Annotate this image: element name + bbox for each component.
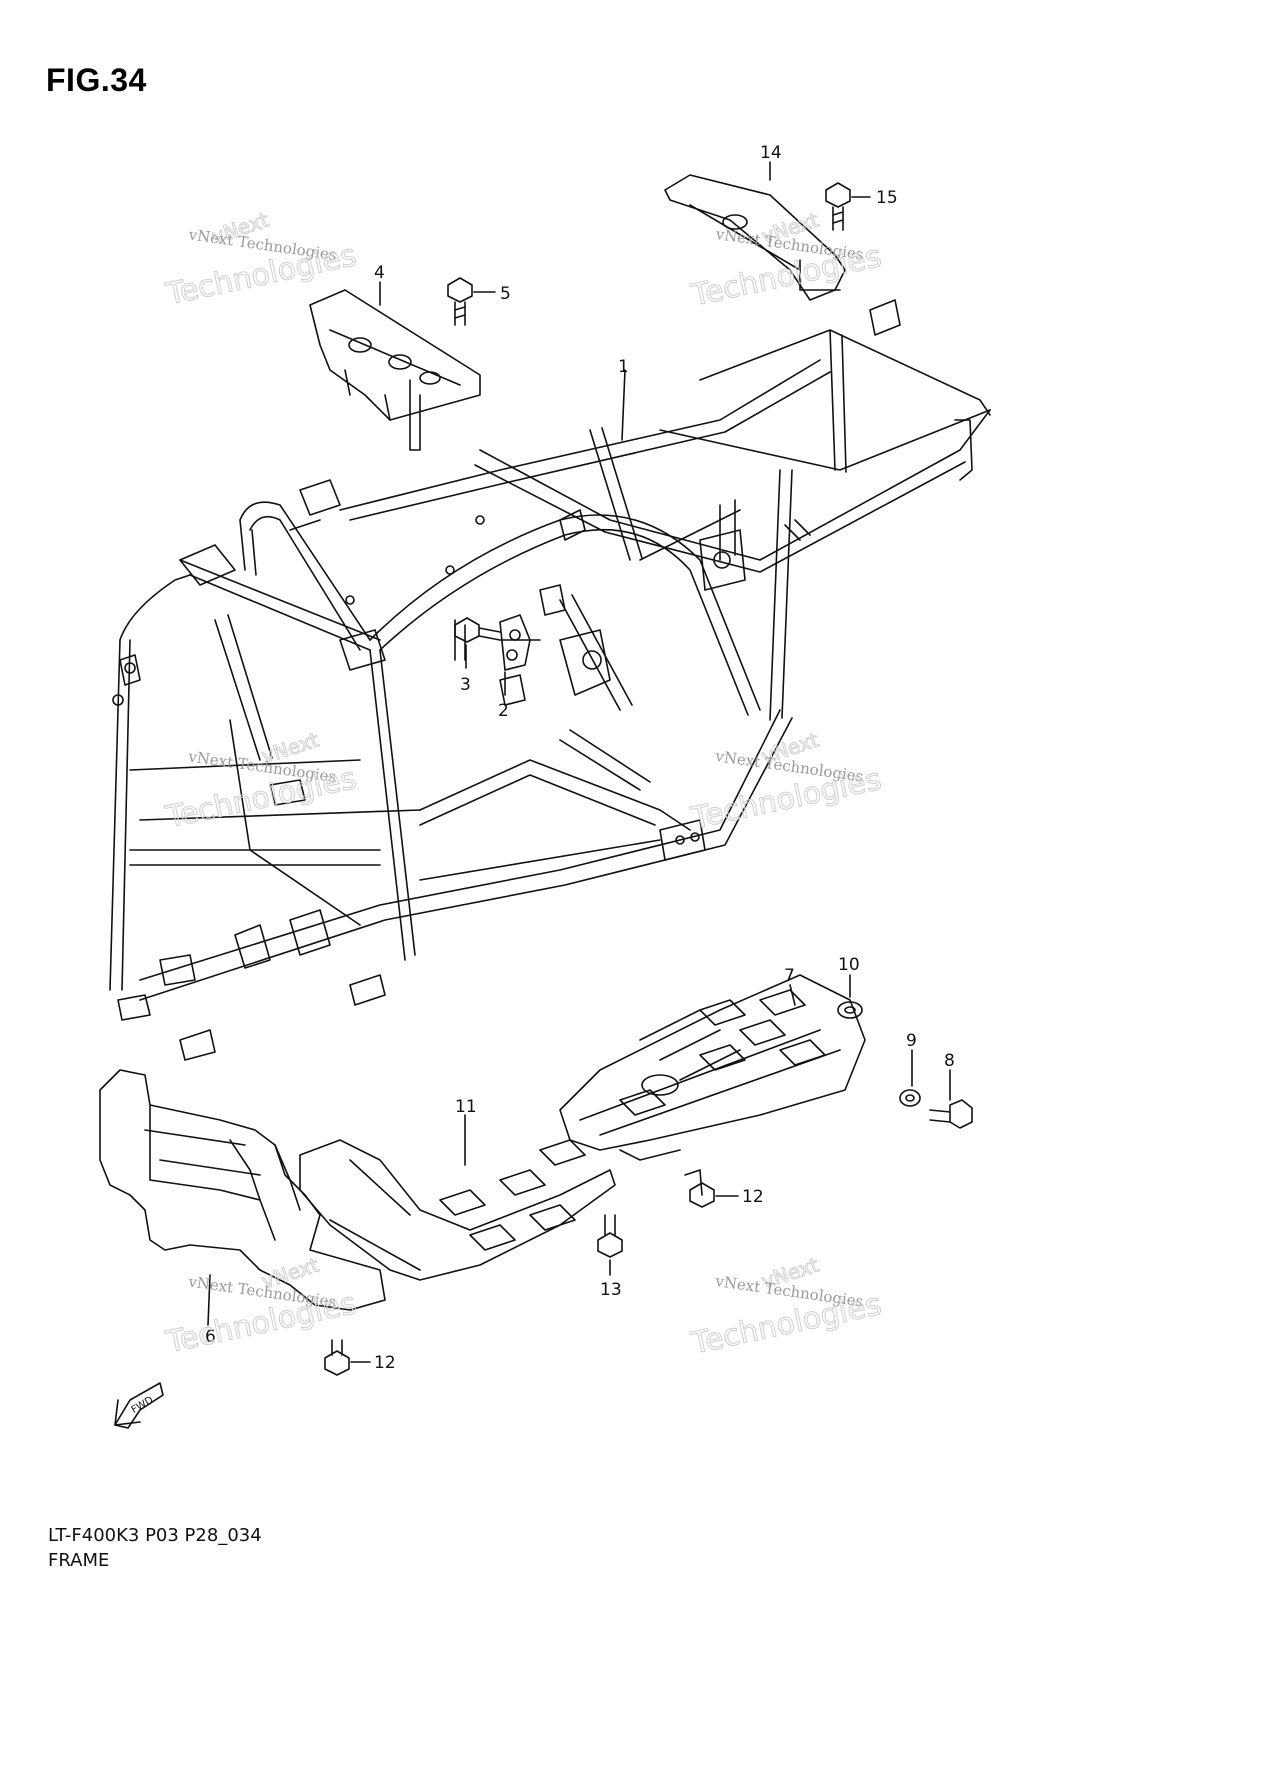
part-6-front-guard <box>99 1069 386 1311</box>
callout-7: 7 <box>784 966 795 986</box>
bolt-12-rear <box>684 1169 739 1208</box>
callout-14: 14 <box>760 143 782 163</box>
figure-name: FRAME <box>48 1550 110 1571</box>
leader-lines <box>207 161 796 1326</box>
callout-6: 6 <box>205 1327 216 1347</box>
part-11-skid-plate <box>299 1139 616 1281</box>
nut-10 <box>837 974 863 1019</box>
fwd-arrow-icon <box>114 1382 164 1429</box>
callout-8: 8 <box>944 1051 955 1071</box>
main-frame <box>109 299 991 1061</box>
callout-15: 15 <box>876 188 898 208</box>
watermark-bottom-left: vNext vNext Technologies Technologies <box>162 1252 360 1361</box>
callout-10: 10 <box>838 955 860 975</box>
callout-4: 4 <box>374 263 385 283</box>
callout-5: 5 <box>500 284 511 304</box>
watermark-mid-left: vNext vNext Technologies Technologies <box>162 727 360 836</box>
figure-code: LT-F400K3 P03 P28_034 <box>48 1525 262 1546</box>
callout-9: 9 <box>906 1031 917 1051</box>
bolt-3 <box>454 617 501 669</box>
callout-12-front: 12 <box>374 1353 396 1373</box>
watermark-top-right: vNext vNext Technologies Technologies <box>687 207 885 314</box>
part-4-plate <box>309 289 481 421</box>
callout-labels: 1 2 3 4 5 6 7 8 9 10 11 12 12 13 14 15 <box>205 143 955 1373</box>
callout-13: 13 <box>600 1280 622 1300</box>
callout-1: 1 <box>618 357 629 377</box>
callout-12-rear: 12 <box>742 1187 764 1207</box>
bolt-12-front <box>324 1339 371 1376</box>
callout-11: 11 <box>455 1097 477 1117</box>
figure-title: FIG.34 <box>46 62 147 98</box>
washer-9 <box>899 1049 921 1107</box>
callout-3: 3 <box>460 675 471 695</box>
watermark-bottom-right: vNext vNext Technologies Technologies <box>687 1252 885 1362</box>
bolt-8 <box>929 1069 973 1129</box>
bolt-13 <box>597 1214 623 1276</box>
bolt-5 <box>447 277 496 326</box>
watermark-mid-right: vNext vNext Technologies Technologies <box>687 727 885 837</box>
part-7-skid-plate <box>559 974 866 1161</box>
plate-2 <box>499 614 531 696</box>
bolt-15 <box>825 182 871 231</box>
callout-2: 2 <box>498 701 509 721</box>
part-14-bracket <box>664 174 846 301</box>
